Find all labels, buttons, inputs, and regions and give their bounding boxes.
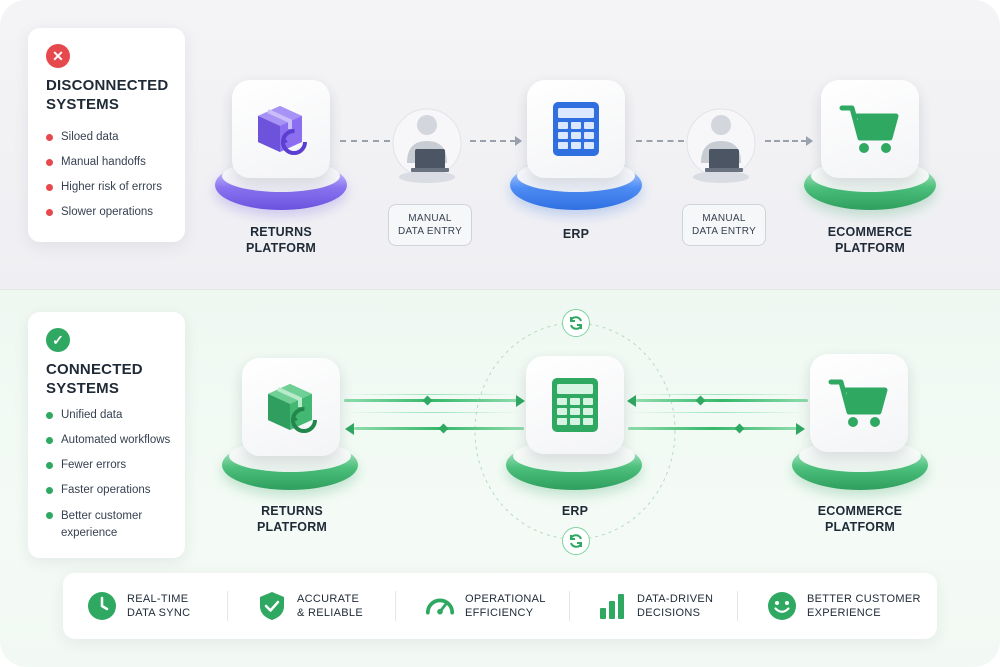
bullet-item: Siloed data [46,130,162,145]
shopping-cart-icon [810,354,908,452]
feature-divider [569,591,570,621]
shopping-cart-icon [821,80,919,178]
arrow-right-icon [806,136,813,146]
node-label: ECOMMERCE PLATFORM [827,225,913,255]
glow-line [344,412,522,413]
bullet-item: Faster operations [46,483,170,498]
node-label: ERP [561,504,589,518]
node-label: ERP [562,227,590,241]
glow-line [628,394,808,395]
erp-spreadsheet-icon [527,80,625,178]
feature-label: ACCURATE & RELIABLE [297,593,363,619]
disconnected-card: ✕ DISCONNECTED SYSTEMS Siloed data Manua… [28,28,185,242]
node-label: RETURNS PLATFORM [256,504,328,534]
sync-icon [562,527,590,555]
feature-label: BETTER CUSTOMER EXPERIENCE [807,593,921,619]
dashed-connector [765,140,807,142]
disconnected-title: DISCONNECTED SYSTEMS [46,77,169,113]
bullet-item: Automated workflows [46,433,170,448]
bullet-item: Fewer errors [46,458,170,473]
clock-icon [87,591,117,621]
shield-check-icon [257,591,287,621]
x-icon: ✕ [46,44,70,68]
arrow-left-icon [345,423,354,435]
feature-divider [227,591,228,621]
feature-item: BETTER CUSTOMER EXPERIENCE [767,573,921,639]
person-at-laptop-icon [389,103,465,185]
bullet-item: Better customer experience [46,508,170,542]
feature-item: ACCURATE & RELIABLE [257,573,363,639]
sync-icon [562,309,590,337]
bar-chart-icon [597,591,627,621]
erp-spreadsheet-icon [526,356,624,454]
glow-line [628,412,808,413]
arrow-right-icon [516,395,525,407]
bullet-item: Manual handoffs [46,155,162,170]
dashed-connector [470,140,516,142]
feature-label: DATA-DRIVEN DECISIONS [637,593,714,619]
node-label: RETURNS PLATFORM [245,225,317,255]
feature-divider [737,591,738,621]
node-label: ECOMMERCE PLATFORM [817,504,903,534]
section-divider [0,289,1000,290]
returns-box-icon [232,80,330,178]
feature-item: DATA-DRIVEN DECISIONS [597,573,713,639]
connected-bullets: Unified data Automated workflows Fewer e… [46,408,170,542]
features-bar: REAL-TIME DATA SYNC ACCURATE & RELIABLE … [63,573,937,639]
sync-line [636,399,808,402]
speedometer-icon [425,591,455,621]
arrow-right-icon [515,136,522,146]
disconnected-bullets: Siloed data Manual handoffs Higher risk … [46,130,162,220]
arrow-right-icon [796,423,805,435]
dashed-connector [636,140,684,142]
bullet-item: Slower operations [46,205,162,220]
feature-divider [395,591,396,621]
manual-data-entry-label: MANUAL DATA ENTRY [388,204,472,246]
connected-title: CONNECTED SYSTEMS [46,361,143,397]
sync-line [628,427,798,430]
check-icon: ✓ [46,328,70,352]
feature-label: REAL-TIME DATA SYNC [127,593,191,619]
smiley-icon [767,591,797,621]
returns-box-icon [242,358,340,456]
dashed-connector [340,140,390,142]
manual-data-entry-label: MANUAL DATA ENTRY [682,204,766,246]
arrow-left-icon [627,395,636,407]
feature-item: OPERATIONAL EFFICIENCY [425,573,546,639]
feature-label: OPERATIONAL EFFICIENCY [465,593,546,619]
bullet-item: Unified data [46,408,170,423]
glow-line [344,394,522,395]
connected-card: ✓ CONNECTED SYSTEMS Unified data Automat… [28,312,185,558]
person-at-laptop-icon [683,103,759,185]
bullet-item: Higher risk of errors [46,180,162,195]
feature-item: REAL-TIME DATA SYNC [87,573,190,639]
